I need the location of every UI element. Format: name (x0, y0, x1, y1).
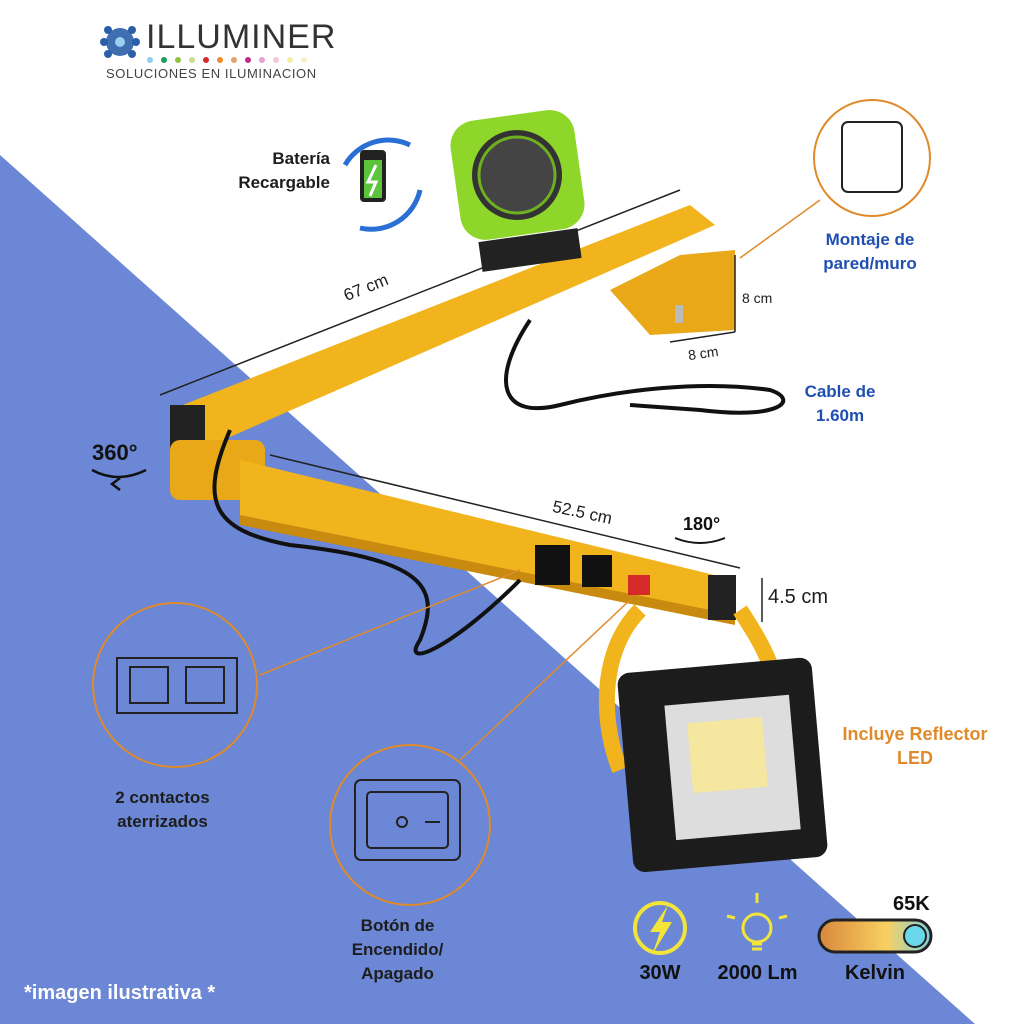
rotation-180-label: 180° (683, 514, 721, 534)
battery-label: Batería Recargable (238, 149, 330, 192)
power-spec: 30W (639, 962, 681, 984)
bulb-icon (726, 893, 788, 951)
outlets-label: 2 contactos aterrizados (115, 788, 210, 831)
logo-icon (100, 26, 140, 58)
lumens-spec: 2000 Lm (717, 962, 798, 984)
switch-icon (354, 779, 461, 861)
rotation-180-icon (674, 537, 726, 544)
cable-lower (212, 429, 522, 656)
kelvin-slider-icon (817, 918, 933, 954)
outlets-callout (92, 602, 258, 768)
arm-height: 4.5 cm (768, 586, 829, 608)
switch-callout (329, 744, 491, 906)
led-reflector (598, 604, 828, 873)
fan (450, 110, 585, 272)
kelvin-value: 65K (893, 893, 930, 915)
leader-lines (259, 199, 821, 761)
kelvin-label: Kelvin (844, 962, 906, 984)
outlet-icon (116, 657, 238, 714)
rotation-360-label: 360° (92, 440, 138, 465)
wall-mount-callout (813, 99, 931, 217)
mount-height: 8 cm (742, 290, 773, 306)
footnote: *imagen ilustrativa * (24, 982, 216, 1004)
switch-label: Botón de Encendido/ Apagado (351, 916, 444, 983)
brand-tagline: SOLUCIONES EN ILUMINACION (106, 66, 317, 81)
brand-name: ILLUMINER (146, 18, 337, 56)
wall-mount (610, 250, 735, 335)
logo-color-dots (147, 57, 307, 63)
rotation-360-icon (91, 468, 147, 491)
upper-arm (170, 205, 715, 455)
cable-label: Cable de 1.60m (804, 382, 876, 425)
power-cable (504, 318, 785, 415)
wall-mount-label: Montaje de pared/muro (823, 230, 917, 273)
lower-arm (170, 440, 736, 625)
battery-recharge-icon (342, 137, 423, 232)
dimension-lines (159, 189, 763, 622)
reflector-label: Incluye Reflector LED (842, 724, 988, 768)
power-icon (633, 901, 687, 955)
